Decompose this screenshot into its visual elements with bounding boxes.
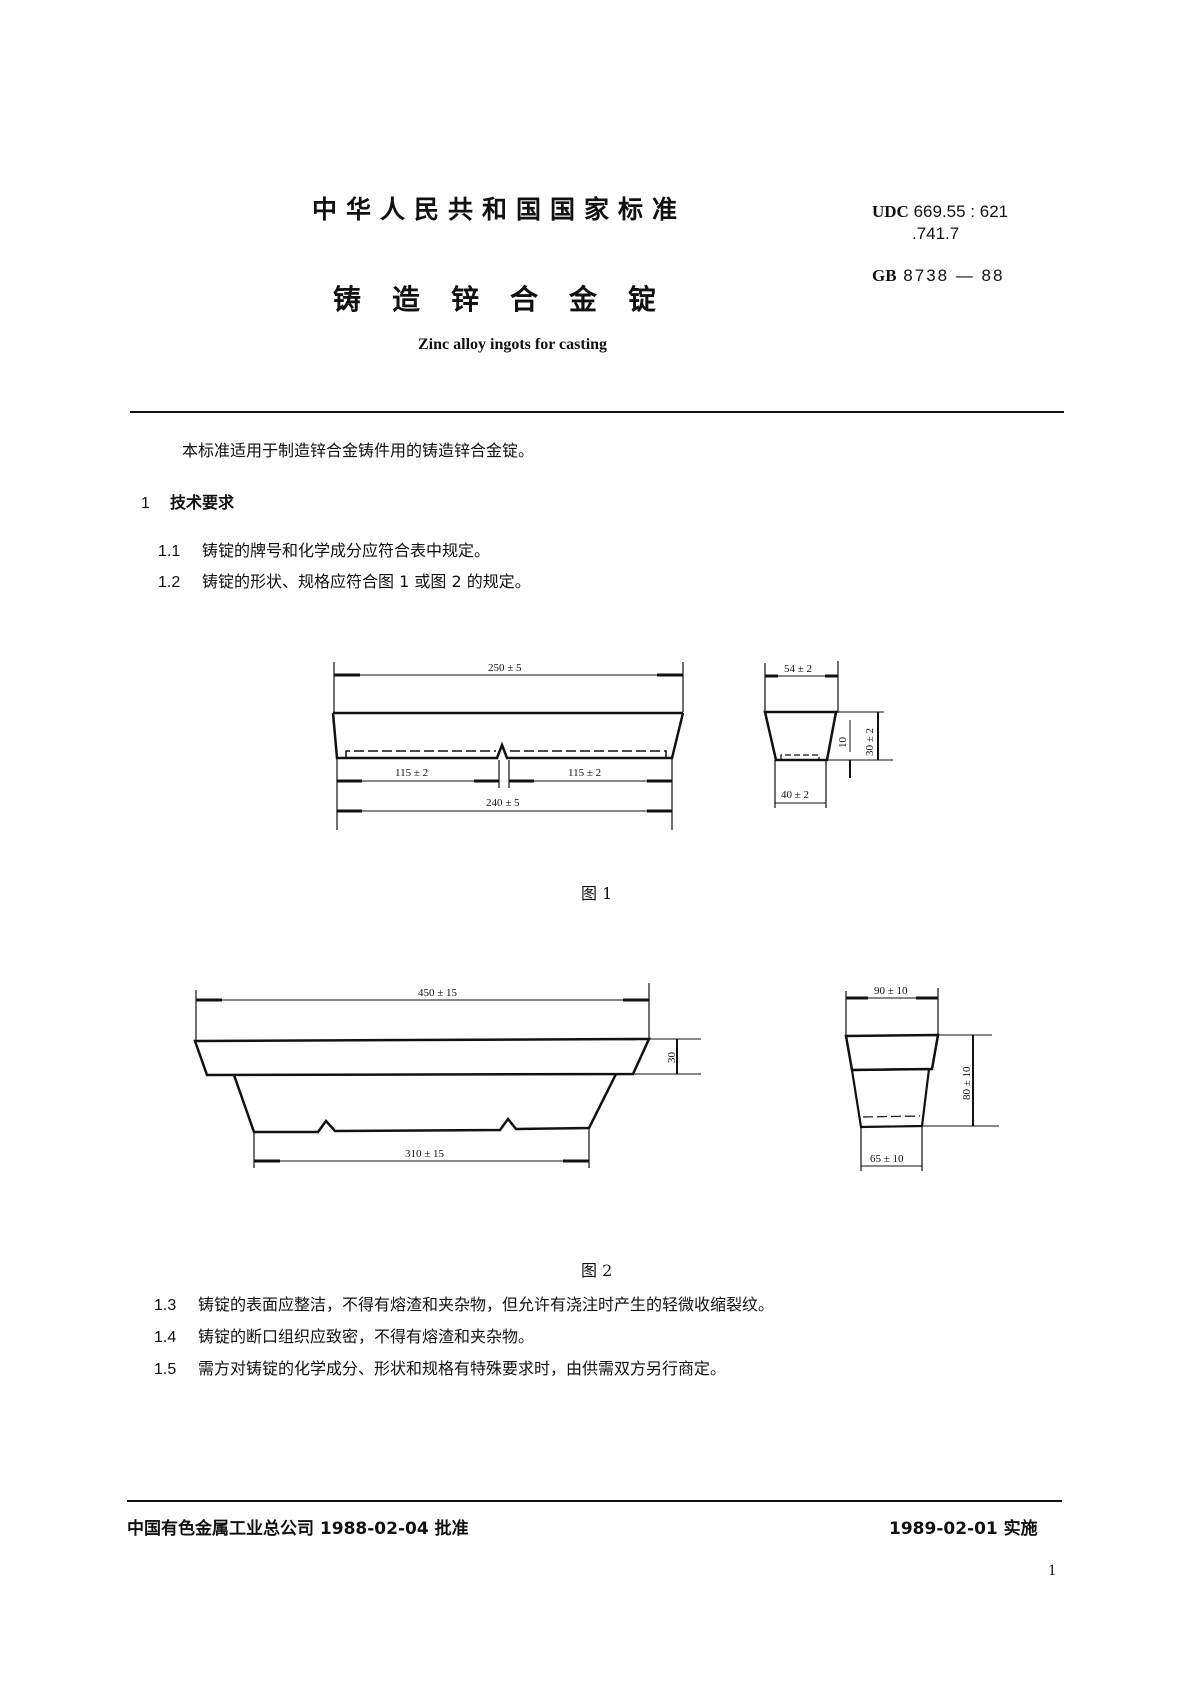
figure-2-front-view [193,983,701,1168]
fig1-side-top-width-label: 54 ± 2 [784,663,812,675]
figure-1-side-view [763,661,893,808]
clause-1-3: 1.3 铸锭的表面应整洁，不得有熔渣和夹杂物，但允许有浇注时产生的轻微收缩裂纹。 [154,1291,774,1315]
clause-text: 铸锭的形状、规格应符合图 1 或图 2 的规定。 [202,572,531,591]
figure-2-side-view [844,988,999,1171]
fig2-bottom-length-label: 310 ± 15 [405,1148,445,1160]
standard-type-heading: 中华人民共和国国家标准 [312,195,687,224]
fig1-side-notch-label: 10 [837,737,849,749]
clause-1-1: 1.1 铸锭的牌号和化学成分应符合表中规定。 [158,537,490,561]
scope-paragraph: 本标准适用于制造锌合金铸件用的铸造锌合金锭。 [182,441,535,460]
fig2-top-length-label: 450 ± 15 [418,987,458,999]
document-title-cn: 铸造锌合金锭 [333,283,688,316]
clause-number: 1.4 [154,1329,177,1346]
implementation-date: 1989-02-01 实施 [889,1519,1038,1539]
udc-value: 669.55 : 621 [913,202,1009,221]
clause-number: 1.1 [158,543,181,560]
clause-text: 铸锭的牌号和化学成分应符合表中规定。 [202,541,491,560]
clause-text: 铸锭的表面应整洁，不得有熔渣和夹杂物，但允许有浇注时产生的轻微收缩裂纹。 [198,1295,775,1314]
fig1-top-length-label: 250 ± 5 [488,662,522,674]
section-1-heading: 1 技术要求 [141,489,234,513]
footer-divider [127,1500,1062,1502]
fig1-half-left-label: 115 ± 2 [395,767,428,779]
page-number: 1 [1048,1562,1056,1579]
clause-1-2: 1.2 铸锭的形状、规格应符合图 1 或图 2 的规定。 [158,568,531,592]
udc-code: UDC 669.55 : 621 [872,202,1008,222]
fig1-side-bottom-width-label: 40 ± 2 [781,789,809,801]
fig1-half-right-label: 115 ± 2 [568,767,601,779]
figure-1-caption: 图 1 [581,884,613,903]
clause-number: 1.3 [154,1297,177,1314]
gb-number: GB 8738 — 88 [872,266,1004,286]
gb-label: GB [872,266,897,285]
fig1-bottom-length-label: 240 ± 5 [486,797,520,809]
udc-value-continued: .741.7 [912,224,960,243]
fig1-side-height-label: 30 ± 2 [864,728,876,756]
clause-text: 需方对铸锭的化学成分、形状和规格有特殊要求时，由供需双方另行商定。 [198,1359,727,1378]
fig2-side-height-label: 80 ± 10 [961,1066,973,1100]
clause-text: 铸锭的断口组织应致密，不得有熔渣和夹杂物。 [198,1327,535,1346]
section-number: 1 [141,495,150,512]
fig2-flange-height-label: 30 [666,1052,678,1064]
gb-value: 8738 — 88 [903,266,1005,285]
udc-label: UDC [872,202,909,221]
fig2-side-bottom-width-label: 65 ± 10 [870,1153,904,1165]
figure-1-front-view [331,662,685,830]
fig2-side-top-width-label: 90 ± 10 [874,985,908,997]
section-title: 技术要求 [170,493,235,512]
clause-1-4: 1.4 铸锭的断口组织应致密，不得有熔渣和夹杂物。 [154,1323,534,1347]
figure-2-caption: 图 2 [581,1261,613,1280]
clause-1-5: 1.5 需方对铸锭的化学成分、形状和规格有特殊要求时，由供需双方另行商定。 [154,1355,726,1379]
clause-number: 1.2 [158,574,181,591]
clause-number: 1.5 [154,1361,177,1378]
header-divider [130,411,1064,413]
document-title-en: Zinc alloy ingots for casting [418,336,608,353]
approval-statement: 中国有色金属工业总公司 1988-02-04 批准 [127,1519,469,1539]
